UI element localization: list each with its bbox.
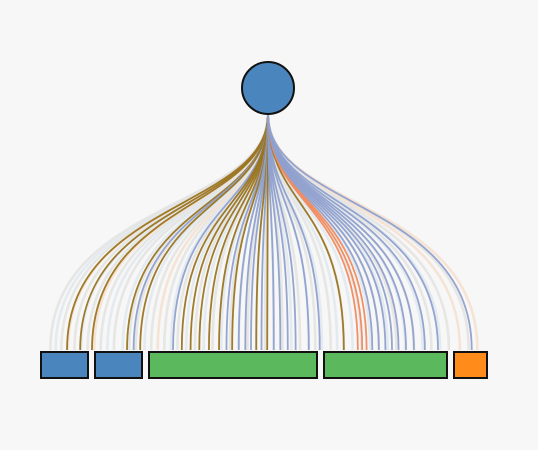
root-node-group [241,61,295,115]
leaf-node-1[interactable] [40,351,89,379]
link-60 [139,113,269,351]
leaf-node-5[interactable] [453,351,488,379]
leaf-node-2[interactable] [94,351,143,379]
links-group [49,113,479,351]
link-93 [267,113,439,351]
link-80 [267,113,321,351]
leaf-node-4[interactable] [323,351,448,379]
link-57 [91,113,269,351]
leaf-node-3[interactable] [148,351,318,379]
root-node[interactable] [241,61,295,115]
leaf-nodes-group [40,351,488,379]
link-94 [267,113,473,351]
